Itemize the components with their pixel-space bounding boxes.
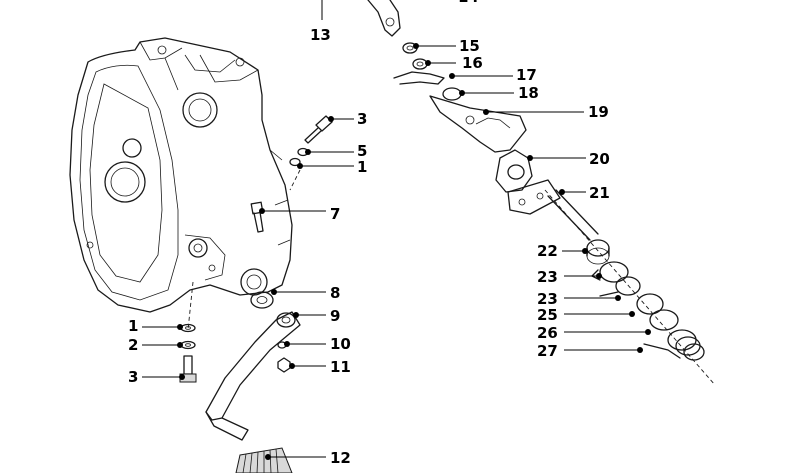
- callout-2: 2: [128, 336, 138, 354]
- rubber-grip-12: [235, 447, 293, 473]
- pin-7: [250, 201, 264, 233]
- callout-3-lower: 3: [128, 368, 138, 386]
- clip-13: [367, 0, 401, 37]
- callout-23-upper: 23: [537, 268, 558, 286]
- ring-26: [649, 309, 679, 331]
- callout-21: 21: [589, 184, 610, 202]
- callout-13: 13: [310, 26, 331, 44]
- callout-3-upper: 3: [357, 110, 367, 128]
- callout-22: 22: [537, 242, 558, 260]
- callout-23-lower: 23: [537, 290, 558, 308]
- callout-15: 15: [459, 37, 480, 55]
- assembly-axis-line: [187, 281, 194, 331]
- bolt-3-upper: [304, 115, 333, 144]
- seal-8: [250, 291, 274, 309]
- callout-11: 11: [330, 358, 351, 376]
- washer-1-upper: [289, 157, 301, 167]
- callout-17: 17: [516, 66, 537, 84]
- ratchet-19: [429, 95, 527, 153]
- assembly-axis-line: [289, 169, 301, 191]
- callout-20: 20: [589, 150, 610, 168]
- washer-2: [180, 340, 196, 350]
- callout-16: 16: [462, 54, 483, 72]
- callout-26: 26: [537, 324, 558, 342]
- washer-16: [412, 58, 428, 70]
- callout-1-lower: 1: [128, 317, 138, 335]
- spring-17: [393, 71, 445, 85]
- callout-7: 7: [330, 205, 340, 223]
- ring-25: [636, 293, 664, 315]
- callout-1-upper: 1: [357, 158, 367, 176]
- nut-11: [277, 357, 291, 373]
- gearbox-cover-housing: [69, 37, 293, 313]
- callout-5: 5: [357, 142, 367, 160]
- callout-12: 12: [330, 449, 351, 467]
- circlip-18: [442, 87, 462, 101]
- kick-lever-9: [205, 311, 301, 441]
- callout-19: 19: [588, 103, 609, 121]
- callout-27: 27: [537, 342, 558, 360]
- washer-1-lower: [180, 323, 196, 333]
- spring-27: [643, 329, 705, 361]
- bushing-22: [586, 239, 610, 265]
- callout-14: 14: [458, 0, 479, 6]
- callout-8: 8: [330, 284, 340, 302]
- shaft-21: [507, 179, 599, 241]
- gear-20: [495, 149, 533, 193]
- callout-10: 10: [330, 335, 351, 353]
- callout-18: 18: [518, 84, 539, 102]
- spring-seat-23b: [599, 276, 641, 297]
- callout-labels: 13 14 15 16 17 18 19 20 21 22: [128, 0, 651, 467]
- callout-25: 25: [537, 306, 558, 324]
- callout-9: 9: [330, 307, 340, 325]
